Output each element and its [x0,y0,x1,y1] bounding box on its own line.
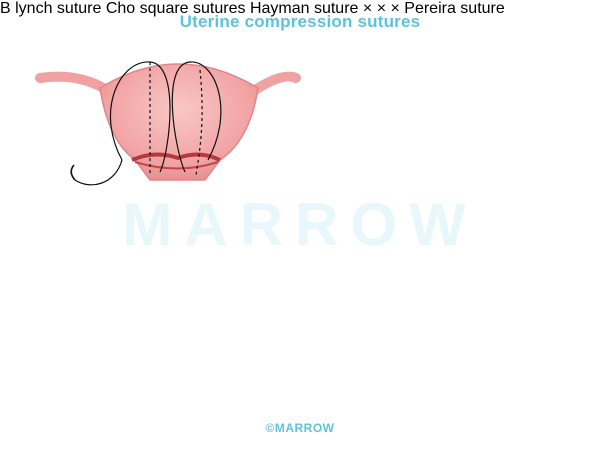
uterus-body [99,63,259,181]
uterus-body: × × × [362,0,400,17]
figure-title: Uterine compression sutures [179,12,421,31]
caption-cho-square: Cho square sutures [105,0,246,17]
pereira-illustration: × × × [363,0,404,17]
caption-b-lynch: B lynch suture [0,0,102,17]
caption-pereira: Pereira suture [404,0,505,17]
watermark: MARROW [122,191,478,258]
b-lynch-illustration [35,61,301,186]
caption-hayman: Hayman suture [249,0,359,17]
footer-brand: ©MARROW [265,421,335,435]
